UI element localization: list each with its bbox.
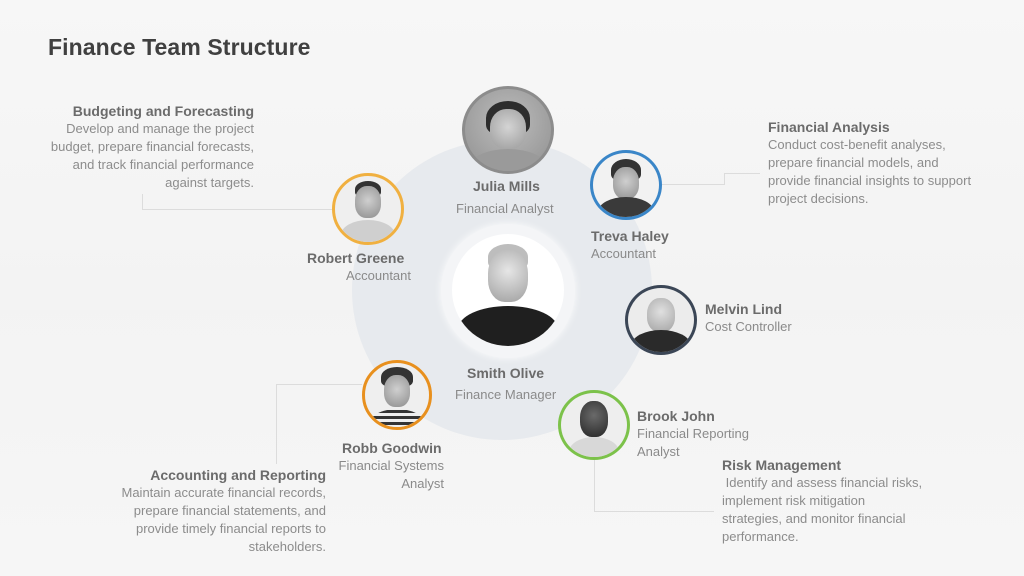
member-role: Cost Controller bbox=[705, 319, 792, 334]
responsibility-text-line: stakeholders. bbox=[248, 539, 326, 554]
avatar-robb-goodwin bbox=[362, 360, 432, 430]
face-icon bbox=[355, 186, 381, 218]
responsibility-title: Risk Management bbox=[722, 457, 842, 473]
avatar-melvin-lind bbox=[625, 285, 697, 355]
connector-risk-vertical bbox=[594, 460, 595, 512]
responsibility-text-line: Identify and assess financial risks, bbox=[722, 475, 923, 490]
connector-budgeting bbox=[142, 209, 332, 210]
avatar-brook-john bbox=[558, 390, 630, 460]
body-icon bbox=[569, 437, 619, 457]
face-icon bbox=[490, 109, 526, 149]
page-title: Finance Team Structure bbox=[48, 34, 311, 60]
responsibility-text-line: implement risk mitigation bbox=[722, 493, 866, 508]
responsibility-text-line: budget, prepare financial forecasts, bbox=[50, 139, 254, 154]
responsibility-text-line: provide timely financial reports to bbox=[135, 521, 326, 536]
avatar-treva-haley bbox=[590, 150, 662, 220]
body-icon bbox=[370, 409, 424, 427]
connector-accounting-vertical bbox=[276, 384, 277, 464]
member-role: Financial Reporting bbox=[637, 426, 750, 441]
member-name: Robert Greene bbox=[307, 250, 405, 266]
responsibility-text-line: Develop and manage the project bbox=[66, 121, 254, 136]
responsibility-accounting: Accounting and Reporting Maintain accura… bbox=[66, 466, 327, 556]
responsibility-text-line: and track financial performance bbox=[72, 157, 254, 172]
responsibility-title: Financial Analysis bbox=[768, 119, 890, 135]
member-role-cont: Analyst bbox=[637, 444, 680, 459]
face-icon bbox=[613, 167, 639, 199]
connector-financial-analysis bbox=[662, 184, 724, 185]
responsibility-text-line: performance. bbox=[722, 529, 799, 544]
connector-risk bbox=[594, 511, 714, 512]
member-role: Financial Systems bbox=[338, 458, 444, 473]
manager-role: Finance Manager bbox=[455, 387, 557, 402]
responsibility-risk-management: Risk Management Identify and assess fina… bbox=[722, 456, 972, 546]
member-role-cont: Analyst bbox=[401, 476, 444, 491]
connector-financial-analysis-vertical bbox=[724, 173, 725, 185]
face-icon bbox=[580, 401, 608, 437]
member-role: Accountant bbox=[345, 268, 411, 283]
responsibility-title: Budgeting and Forecasting bbox=[72, 103, 254, 119]
member-name: Brook John bbox=[637, 408, 715, 424]
member-name: Julia Mills bbox=[473, 178, 540, 194]
member-name: Melvin Lind bbox=[705, 301, 782, 317]
responsibility-budgeting: Budgeting and Forecasting Develop and ma… bbox=[0, 102, 254, 192]
responsibility-text-line: prepare financial statements, and bbox=[133, 503, 326, 518]
responsibility-text-line: strategies, and monitor financial bbox=[722, 511, 906, 526]
member-name: Robb Goodwin bbox=[342, 440, 442, 456]
connector-accounting bbox=[276, 384, 362, 385]
responsibility-text-line: Conduct cost-benefit analyses, bbox=[768, 137, 946, 152]
responsibility-text-line: Maintain accurate financial records, bbox=[121, 485, 327, 500]
member-role: Financial Analyst bbox=[456, 201, 554, 216]
responsibility-text-line: prepare financial models, and bbox=[768, 155, 939, 170]
body-icon bbox=[468, 149, 548, 171]
avatar-julia-mills bbox=[462, 86, 554, 174]
responsibility-text-line: project decisions. bbox=[768, 191, 869, 206]
manager-name: Smith Olive bbox=[467, 365, 545, 381]
body-icon bbox=[631, 330, 691, 352]
connector-financial-analysis-2 bbox=[724, 173, 760, 174]
face-icon bbox=[488, 250, 528, 302]
responsibility-text-line: against targets. bbox=[165, 175, 254, 190]
body-icon bbox=[598, 197, 654, 217]
member-role: Accountant bbox=[591, 246, 657, 261]
member-name: Treva Haley bbox=[591, 228, 669, 244]
responsibility-title: Accounting and Reporting bbox=[150, 467, 326, 483]
responsibility-text-line: provide financial insights to support bbox=[768, 173, 972, 188]
connector-budgeting-vertical bbox=[142, 194, 143, 210]
face-icon bbox=[647, 298, 675, 332]
face-icon bbox=[384, 375, 410, 407]
responsibility-financial-analysis: Financial Analysis Conduct cost-benefit … bbox=[768, 118, 1018, 208]
avatar-robert-greene bbox=[332, 173, 404, 245]
body-icon bbox=[341, 220, 395, 242]
avatar-smith-olive bbox=[452, 234, 564, 346]
body-icon bbox=[458, 306, 558, 346]
